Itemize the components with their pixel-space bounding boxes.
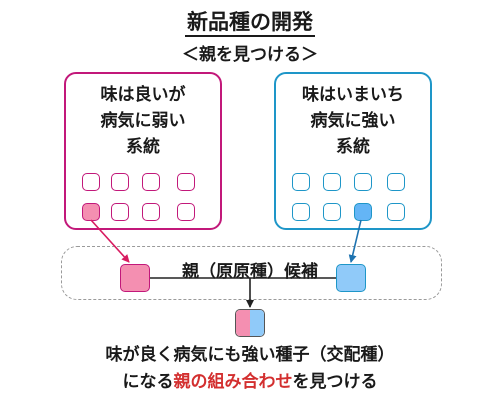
seed-square (387, 203, 405, 221)
seed-square (111, 173, 129, 191)
conclusion-line2-after: を見つける (292, 372, 378, 392)
parent-seed-left (120, 264, 150, 292)
arrow-right-to-parent (348, 219, 362, 263)
hybrid-seed-right-half (250, 310, 264, 336)
arrow-left-to-parent (90, 219, 130, 263)
seed-square (323, 173, 341, 191)
seed-square (177, 203, 195, 221)
conclusion-line2: になる親の組み合わせを見つける (0, 369, 500, 396)
strain-box-disease-resistant: 味はいまいち 病気に強い 系統 (274, 72, 432, 230)
seed-square (82, 173, 100, 191)
strain-right-line1: 味はいまいち (302, 85, 404, 105)
conclusion-line1: 味が良く病気にも強い種子（交配種） (105, 345, 395, 365)
strain-left-description: 味は良いが 病気に弱い 系統 (66, 82, 220, 160)
strain-right-description: 味はいまいち 病気に強い 系統 (276, 82, 430, 160)
conclusion-highlight: 親の組み合わせ (173, 372, 293, 392)
seed-square (354, 173, 372, 191)
parent-candidate-area (61, 246, 442, 300)
seed-square (142, 173, 160, 191)
parent-seed-right (336, 264, 366, 292)
strain-box-good-taste: 味は良いが 病気に弱い 系統 (64, 72, 222, 230)
diagram-title-text: 新品種の開発 (185, 10, 315, 37)
diagram-subtitle: ＜親を見つける＞ (182, 45, 318, 65)
diagram-title: 新品種の開発 (0, 6, 500, 37)
parent-candidate-label: 親（原原種）候補 (182, 262, 318, 282)
conclusion-text: 味が良く病気にも強い種子（交配種） になる親の組み合わせを見つける (0, 342, 500, 396)
seed-square (292, 203, 310, 221)
seed-square (387, 173, 405, 191)
seed-square (142, 203, 160, 221)
hybrid-seed-left-half (236, 310, 250, 336)
strain-left-line3: 系統 (126, 137, 160, 157)
strain-left-line2: 病気に弱い (100, 111, 186, 131)
strain-left-line1: 味は良いが (100, 85, 186, 105)
seed-square (323, 203, 341, 221)
seed-square-selected (354, 203, 372, 221)
strain-right-line3: 系統 (336, 137, 370, 157)
seed-square (111, 203, 129, 221)
hybrid-seed (235, 309, 265, 337)
seed-square (292, 173, 310, 191)
strain-right-line2: 病気に強い (310, 111, 396, 131)
conclusion-line2-before: になる (122, 372, 174, 392)
seed-square (177, 173, 195, 191)
